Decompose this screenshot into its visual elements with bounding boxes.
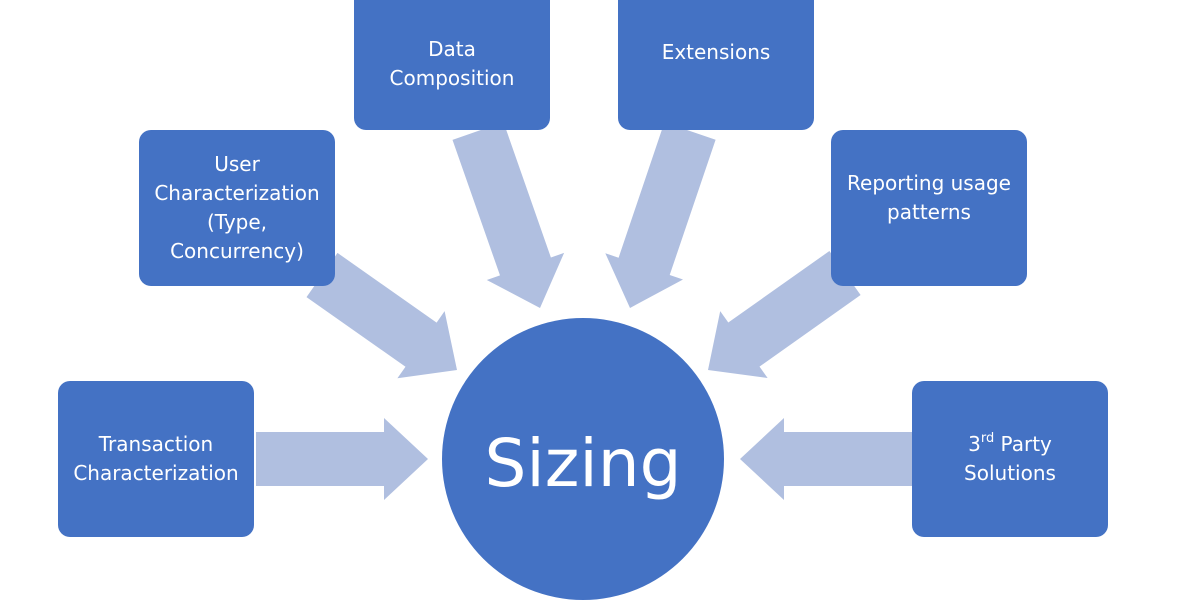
node-label: 3rd Party Solutions (964, 430, 1056, 488)
node-extensions: Extensions (618, 0, 814, 130)
node-label: Extensions (661, 39, 771, 64)
arrow-from-transaction-characterization (256, 418, 428, 500)
node-label-suffix: Party Solutions (964, 432, 1056, 485)
center-label: Sizing (484, 424, 682, 502)
node-reporting-usage-patterns: Reporting usage patterns (831, 130, 1027, 286)
node-label-prefix: 3 (968, 432, 981, 456)
node-transaction-characterization: Transaction Characterization (58, 381, 254, 537)
node-third-party-solutions: 3rd Party Solutions (912, 381, 1108, 537)
node-label-superscript: rd (980, 431, 995, 446)
node-label: Transaction Characterization (73, 432, 239, 485)
node-label: Reporting usage patterns (847, 171, 1011, 224)
node-user-characterization: User Characterization (Type, Concurrency… (139, 130, 335, 286)
arrow-from-extensions (605, 122, 716, 308)
arrow-from-reporting-usage-patterns (708, 251, 861, 378)
node-data-composition: Data Composition (354, 0, 550, 130)
center-hub-sizing: Sizing (442, 318, 724, 600)
arrow-from-user-characterization (306, 252, 457, 379)
arrow-from-third-party-solutions (740, 418, 912, 500)
node-label: Data Composition (389, 37, 515, 90)
node-label: User Characterization (Type, Concurrency… (154, 152, 320, 263)
arrow-from-data-composition (452, 122, 565, 308)
